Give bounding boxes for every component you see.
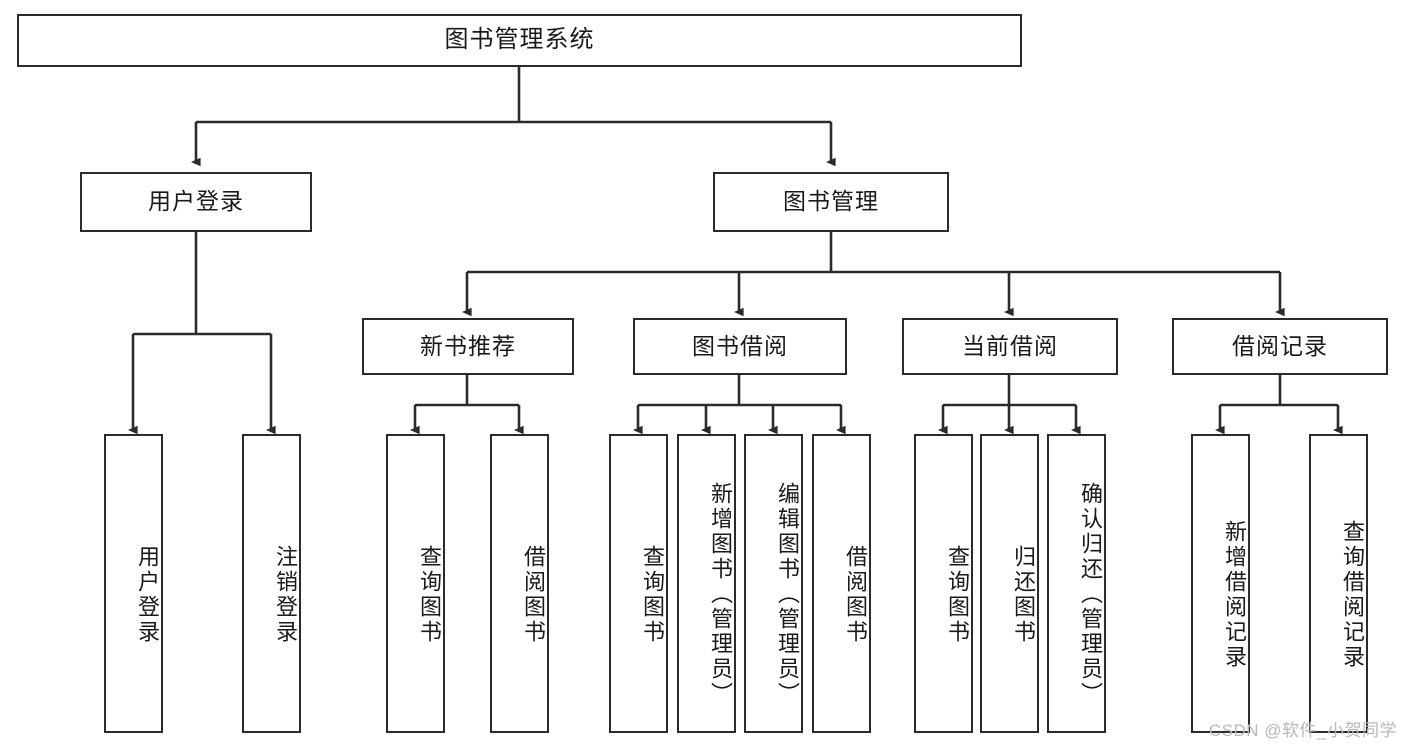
node-label: 新增借阅记录 — [1222, 519, 1247, 670]
node-label: 用户登录 — [148, 188, 244, 215]
leaf-current-borrow-return-book[interactable]: 归还图书 — [980, 434, 1039, 733]
node-book-borrow[interactable]: 图书借阅 — [633, 318, 847, 375]
node-label: 查询图书 — [640, 544, 665, 645]
node-label: 借阅记录 — [1232, 332, 1328, 359]
leaf-book-borrow-edit-book[interactable]: 编辑图书（管理员） — [744, 434, 803, 733]
leaf-book-borrow-query-book[interactable]: 查询图书 — [609, 434, 668, 733]
node-label: 注销登录 — [273, 544, 298, 645]
node-label: 图书管理 — [783, 188, 879, 215]
node-label: 新书推荐 — [420, 332, 516, 359]
node-root-book-management-system[interactable]: 图书管理系统 — [17, 14, 1022, 67]
leaf-borrow-record-query-record[interactable]: 查询借阅记录 — [1309, 434, 1368, 733]
node-label: 借阅图书 — [521, 544, 546, 645]
node-user-login[interactable]: 用户登录 — [80, 172, 312, 232]
leaf-new-book-query-book[interactable]: 查询图书 — [386, 434, 445, 733]
node-label: 借阅图书 — [843, 544, 868, 645]
node-label: 查询图书 — [417, 544, 442, 645]
node-label: 当前借阅 — [962, 332, 1058, 359]
node-label: 查询借阅记录 — [1340, 519, 1365, 670]
node-label: 新增图书（管理员） — [708, 482, 733, 707]
node-label: 归还图书 — [1011, 544, 1036, 645]
leaf-current-borrow-confirm-return[interactable]: 确认归还（管理员） — [1047, 434, 1106, 733]
node-current-borrow[interactable]: 当前借阅 — [902, 318, 1118, 375]
node-new-book-recommend[interactable]: 新书推荐 — [362, 318, 574, 375]
node-label: 用户登录 — [135, 544, 160, 645]
node-label: 图书借阅 — [692, 332, 788, 359]
leaf-borrow-record-add-record[interactable]: 新增借阅记录 — [1191, 434, 1250, 733]
leaf-user-login-login[interactable]: 用户登录 — [104, 434, 163, 733]
leaf-current-borrow-query-book[interactable]: 查询图书 — [914, 434, 973, 733]
node-label: 查询图书 — [945, 544, 970, 645]
node-book-management[interactable]: 图书管理 — [713, 172, 949, 232]
node-borrow-record[interactable]: 借阅记录 — [1172, 318, 1388, 375]
watermark-text: CSDN @软件_小贺同学 — [1208, 721, 1397, 740]
node-label: 图书管理系统 — [444, 26, 595, 54]
leaf-book-borrow-borrow-book[interactable]: 借阅图书 — [812, 434, 871, 733]
leaf-user-login-logout[interactable]: 注销登录 — [242, 434, 301, 733]
node-label: 编辑图书（管理员） — [775, 482, 800, 707]
leaf-book-borrow-add-book[interactable]: 新增图书（管理员） — [677, 434, 736, 733]
leaf-new-book-borrow-book[interactable]: 借阅图书 — [490, 434, 549, 733]
node-label: 确认归还（管理员） — [1078, 482, 1103, 707]
